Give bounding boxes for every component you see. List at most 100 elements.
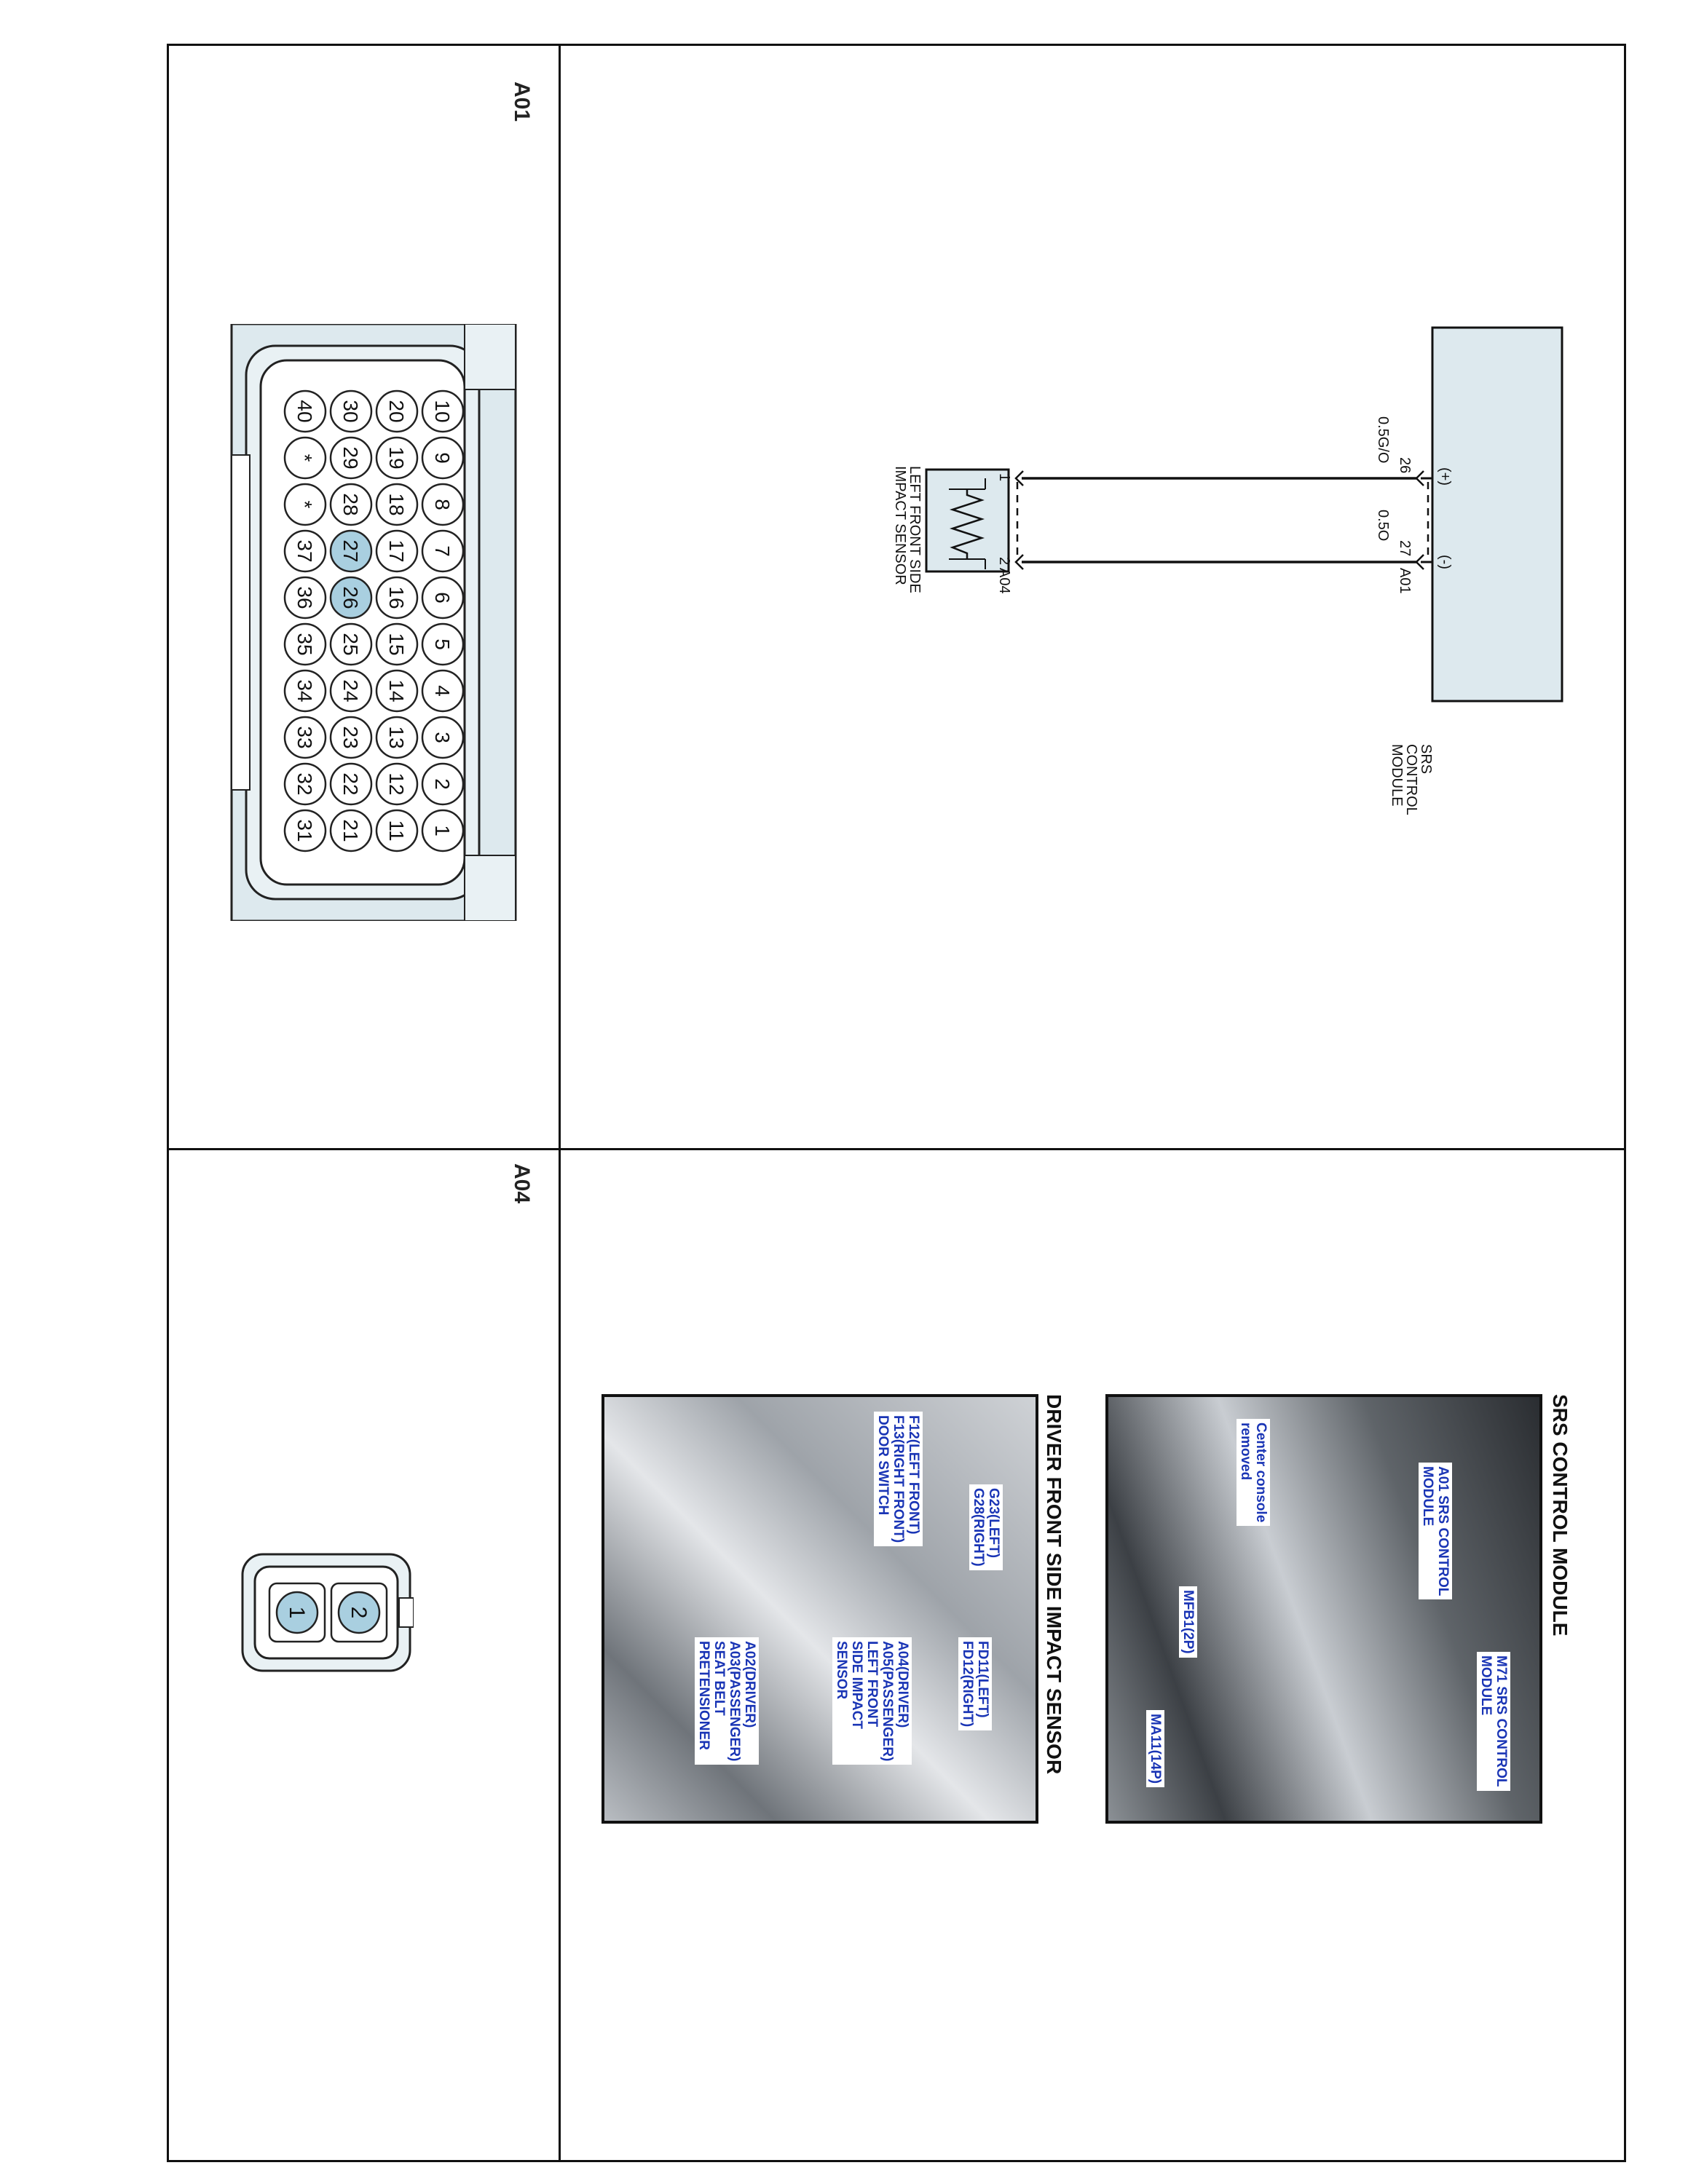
- a01-pin-17: [375, 529, 419, 573]
- a01-pin-label: 37: [293, 539, 316, 562]
- sensor-pin-2: 2: [996, 557, 1012, 566]
- a01-pin-label: 32: [293, 772, 316, 795]
- pin-26-number: 26: [1397, 457, 1413, 474]
- a04-connector-body: 21: [241, 1553, 414, 1672]
- a01-pin-label: 13: [385, 726, 408, 748]
- a01-pin-label: 36: [293, 586, 316, 609]
- a01-pin-26: [329, 576, 373, 620]
- a01-pin-7: [421, 529, 465, 573]
- a01-pin-4: [421, 669, 465, 713]
- a01-pin-20: [375, 389, 419, 433]
- a01-pin-label: 17: [385, 539, 408, 562]
- a01-pin-16: [375, 576, 419, 620]
- a01-pin-11: [375, 809, 419, 852]
- a04-pin-label: 2: [347, 1607, 371, 1619]
- schematic-svg: [925, 326, 1563, 703]
- a01-pin-5: [421, 622, 465, 666]
- a01-pin-23: [329, 716, 373, 759]
- a01-pin-label: 9: [431, 452, 454, 464]
- sensor-resistor: [949, 489, 985, 559]
- a01-pin-1: [421, 809, 465, 852]
- callout-m71: M71 SRS CONTROL MODULE: [1477, 1652, 1510, 1791]
- callout-a02: A02(DRIVER) A03(PASSENGER) SEAT BELT PRE…: [695, 1637, 759, 1765]
- a04-pin-label: 1: [285, 1607, 309, 1619]
- a01-pin-34: [283, 669, 327, 713]
- callout-ma11: MA11(14P): [1146, 1710, 1164, 1788]
- a01-pin-9: [421, 436, 465, 480]
- a01-pin-2: [421, 762, 465, 806]
- a01-pin-label: 29: [339, 446, 362, 469]
- a01-pin-label: 40: [293, 400, 316, 422]
- srs-module-box: [1431, 326, 1563, 703]
- a01-pin-label: 15: [385, 633, 408, 655]
- a01-pin-40: [283, 389, 327, 433]
- a01-pin-3: [421, 716, 465, 759]
- a01-pin-24: [329, 669, 373, 713]
- a01-pin-label: 5: [431, 638, 454, 650]
- a01-pin-label: 31: [293, 819, 316, 842]
- a01-pin-label: *: [293, 454, 316, 462]
- a01-pin-19: [375, 436, 419, 480]
- a01-pin-label: 19: [385, 446, 408, 469]
- a01-pin-label: 10: [431, 400, 454, 422]
- a01-pin-grid: 1098765432120191817161514131211302928272…: [283, 389, 465, 852]
- a01-pin-label: 18: [385, 493, 408, 515]
- a01-pin-label: 16: [385, 586, 408, 609]
- a01-pin-label: 14: [385, 679, 408, 702]
- callout-fd11: FD11(LEFT) FD12(RIGHT): [958, 1637, 992, 1731]
- sensor-pin-1: 1: [996, 473, 1012, 482]
- a01-pin-label: 27: [339, 539, 362, 562]
- a01-pin-label: 25: [339, 633, 362, 655]
- a01-pin-label: 21: [339, 819, 362, 842]
- a01-pin-label: 1: [431, 825, 454, 836]
- srs-photo-title: SRS CONTROL MODULE: [1549, 1394, 1571, 1637]
- callout-mfb1: MFB1(2P): [1179, 1586, 1197, 1658]
- sensor-connector-id: A04: [996, 568, 1012, 594]
- callout-a04: A04(DRIVER) A05(PASSENGER) LEFT FRONT SI…: [832, 1637, 912, 1765]
- wire-bottom-label: 0.5O: [1375, 510, 1391, 542]
- a01-pin-label: 8: [431, 499, 454, 510]
- a01-pin-label: 33: [293, 726, 316, 748]
- a01-pin-12: [375, 762, 419, 806]
- a01-pin-14: [375, 669, 419, 713]
- a01-pin-18: [375, 483, 419, 526]
- grid-divider-vertical: [167, 1148, 1626, 1150]
- a01-pin-label: 12: [385, 772, 408, 795]
- a01-pin-label: 24: [339, 679, 362, 702]
- callout-g23: G23(LEFT) G28(RIGHT): [969, 1484, 1003, 1570]
- a01-pin-blank: [283, 483, 327, 526]
- a01-pin-22: [329, 762, 373, 806]
- a01-pin-8: [421, 483, 465, 526]
- module-name: SRS CONTROL MODULE: [1389, 744, 1434, 815]
- a01-pin-label: 20: [385, 400, 408, 422]
- a01-pin-35: [283, 622, 327, 666]
- a01-pin-31: [283, 809, 327, 852]
- sensor-box: [925, 468, 1010, 573]
- a04-pin-grid: 21: [268, 1582, 388, 1643]
- a01-pin-label: 4: [431, 685, 454, 697]
- pin-plus-label: (+): [1437, 467, 1453, 486]
- a01-pin-21: [329, 809, 373, 852]
- srs-photo: A01 SRS CONTROL MODULE M71 SRS CONTROL M…: [1105, 1394, 1542, 1824]
- a01-pin-label: 23: [339, 726, 362, 748]
- a01-pin-30: [329, 389, 373, 433]
- a01-pin-15: [375, 622, 419, 666]
- pin-minus-label: (-): [1437, 555, 1453, 569]
- a01-pin-33: [283, 716, 327, 759]
- a01-pin-29: [329, 436, 373, 480]
- a04-label: A04: [510, 1163, 534, 1204]
- a04-pin-2: [337, 1591, 381, 1634]
- a01-pin-25: [329, 622, 373, 666]
- a01-pin-label: 11: [385, 820, 408, 841]
- a01-pin-37: [283, 529, 327, 573]
- a01-pin-36: [283, 576, 327, 620]
- sensor-name: LEFT FRONT SIDE IMPACT SENSOR: [892, 466, 923, 593]
- a01-pin-32: [283, 762, 327, 806]
- callout-f12: F12(LEFT FRONT) F13(RIGHT FRONT) DOOR SW…: [874, 1412, 923, 1547]
- a01-pin-label: *: [293, 501, 316, 509]
- a01-pin-label: 7: [431, 545, 454, 557]
- a01-label: A01: [510, 82, 534, 122]
- a01-pin-label: 30: [339, 400, 362, 422]
- a01-pin-label: 35: [293, 633, 316, 655]
